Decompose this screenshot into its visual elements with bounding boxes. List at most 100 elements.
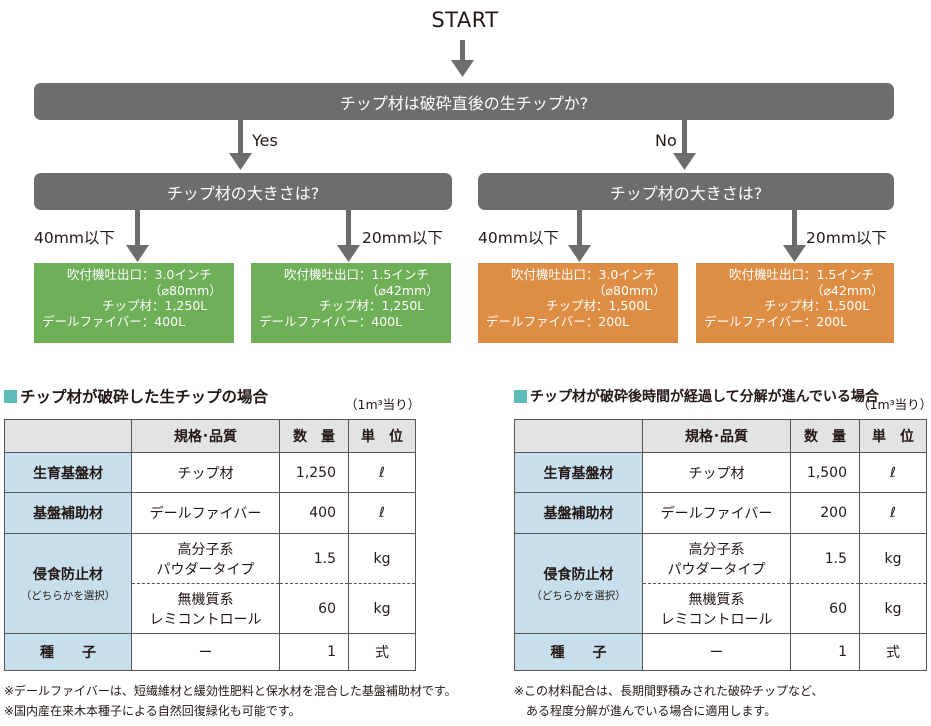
category-cell: 侵食防止材 （どちらかを選択）: [4, 533, 132, 634]
result-line: デールファイバー：200L: [704, 313, 848, 329]
spec-line: パウダータイプ: [156, 561, 255, 578]
condition-20mm-left: 20mm以下: [362, 229, 443, 247]
table-row: 基盤補助材 デールファイバー 400 ℓ: [4, 492, 416, 534]
condition-40mm-right: 40mm以下: [478, 229, 559, 247]
unit-cell: ℓ: [859, 492, 927, 534]
spec-cell: チップ材: [131, 452, 280, 493]
question-main-text: チップ材は破砕直後の生チップか?: [339, 93, 589, 113]
header-unit: 単 位: [348, 419, 416, 453]
table-row: 侵食防止材 （どちらかを選択） 高分子系 パウダータイプ 1.5 kg: [4, 533, 416, 634]
unit-cell: 式: [859, 633, 927, 671]
result-line: チップ材：1,250L: [319, 298, 425, 313]
table-row: 侵食防止材 （どちらかを選択） 高分子系 パウダータイプ 1.5 kg: [514, 533, 927, 634]
spec-line: 高分子系: [177, 541, 234, 558]
result-line: 吹付機吐出口：1.5インチ: [284, 267, 429, 282]
category-cell: 生育基盤材: [514, 452, 643, 493]
table-row: 無機質系 レミコントロール 60 kg: [515, 583, 927, 634]
question-size-left: チップ材の大きさは?: [34, 173, 452, 210]
header-spec: 規格･品質: [642, 419, 791, 453]
no-label: No: [655, 131, 677, 150]
table-right-title-text: チップ材が破砕後時間が経過して分解が進んでいる場合: [530, 389, 879, 405]
spec-cell: ー: [642, 633, 791, 671]
qty-cell: 1.5: [790, 533, 860, 584]
qty-cell: 400: [279, 492, 349, 534]
unit-cell: ℓ: [348, 492, 416, 534]
result-line: 吹付機吐出口：3.0インチ: [67, 267, 212, 282]
category-text: 侵食防止材: [33, 567, 103, 583]
result-line: 吹付機吐出口：1.5インチ: [729, 267, 874, 282]
result-line: （⌀80mm）: [149, 282, 222, 298]
result-line: （⌀42mm）: [811, 282, 884, 298]
result-line: チップ材：1,500L: [546, 298, 652, 313]
spec-cell: デールファイバー: [642, 492, 791, 534]
table-right: 規格･品質 数 量 単 位 生育基盤材 チップ材 1,500 ℓ 基盤補助材 デ…: [514, 419, 927, 671]
spec-cell: 高分子系 パウダータイプ: [131, 533, 280, 584]
category-cell: 侵食防止材 （どちらかを選択）: [514, 533, 643, 634]
category-cell: 生育基盤材: [4, 452, 132, 493]
category-cell: 基盤補助材: [4, 492, 132, 534]
qty-cell: 1,500: [790, 452, 860, 493]
spec-cell: デールファイバー: [131, 492, 280, 534]
header-corner: [4, 419, 132, 453]
table-row: 基盤補助材 デールファイバー 200 ℓ: [514, 492, 927, 534]
spec-line: レミコントロール: [149, 611, 262, 628]
table-right-note-2: ある程度分解が進んでいる場合に適用します。: [514, 704, 777, 718]
header-spec: 規格･品質: [131, 419, 280, 453]
spec-cell: チップ材: [642, 452, 791, 493]
header-unit: 単 位: [859, 419, 927, 453]
question-size-right: チップ材の大きさは?: [478, 173, 894, 210]
table-row: 種 子 ー 1 式: [4, 633, 416, 671]
result-line: デールファイバー：400L: [42, 313, 186, 329]
spec-line: 無機質系: [177, 591, 234, 608]
result-line: チップ材：1,250L: [102, 298, 208, 313]
category-text: 侵食防止材: [543, 567, 614, 583]
category-cell: 基盤補助材: [514, 492, 643, 534]
category-note: （どちらかを選択）: [20, 590, 116, 602]
table-row: 種 子 ー 1 式: [514, 633, 927, 671]
qty-cell: 1: [279, 633, 349, 671]
result-line: チップ材：1,500L: [764, 298, 870, 313]
table-left-title-text: チップ材が破砕した生チップの場合: [20, 388, 269, 406]
unit-cell: 式: [348, 633, 416, 671]
spec-line: パウダータイプ: [667, 561, 766, 578]
table-right-note-1: ※この材料配合は、長期間野積みされた破砕チップなど、: [514, 684, 824, 698]
title-square-icon: [4, 389, 17, 403]
unit-cell: kg: [348, 533, 416, 584]
spec-cell: ー: [131, 633, 280, 671]
question-main: チップ材は破砕直後の生チップか?: [34, 83, 894, 120]
unit-cell: kg: [348, 583, 416, 634]
condition-20mm-right: 20mm以下: [806, 229, 887, 247]
category-note: （どちらかを選択）: [531, 590, 626, 602]
result-line: （⌀80mm）: [593, 282, 666, 298]
qty-cell: 200: [790, 492, 860, 534]
result-box-orange-40mm: 吹付機吐出口：3.0インチ （⌀80mm） チップ材：1,500L デールファイ…: [478, 263, 678, 343]
spec-cell: 高分子系 パウダータイプ: [642, 533, 791, 584]
unit-cell: ℓ: [859, 452, 927, 493]
result-line: （⌀42mm）: [366, 282, 439, 298]
table-row: 生育基盤材 チップ材 1,250 ℓ: [4, 452, 416, 493]
question-size-right-text: チップ材の大きさは?: [609, 183, 763, 203]
header-qty: 数 量: [279, 419, 349, 453]
table-right-title: チップ材が破砕後時間が経過して分解が進んでいる場合: [514, 386, 879, 406]
table-row: 生育基盤材 チップ材 1,500 ℓ: [514, 452, 927, 493]
result-box-green-40mm: 吹付機吐出口：3.0インチ （⌀80mm） チップ材：1,250L デールファイ…: [34, 263, 234, 343]
unit-cell: kg: [859, 583, 927, 634]
result-line: 吹付機吐出口：3.0インチ: [511, 267, 656, 282]
title-square-icon: [514, 389, 527, 403]
spec-line: レミコントロール: [660, 611, 773, 628]
spec-cell: 無機質系 レミコントロール: [131, 583, 280, 634]
result-box-orange-20mm: 吹付機吐出口：1.5インチ （⌀42mm） チップ材：1,500L デールファイ…: [696, 263, 894, 343]
result-box-green-20mm: 吹付機吐出口：1.5インチ （⌀42mm） チップ材：1,250L デールファイ…: [251, 263, 451, 343]
condition-40mm-left: 40mm以下: [34, 229, 115, 247]
spec-cell: 無機質系 レミコントロール: [642, 583, 791, 634]
category-cell: 種 子: [514, 633, 643, 671]
result-line: デールファイバー：200L: [486, 313, 630, 329]
table-left: 規格･品質 数 量 単 位 生育基盤材 チップ材 1,250 ℓ 基盤補助材 デ…: [4, 419, 416, 671]
unit-cell: kg: [859, 533, 927, 584]
header-qty: 数 量: [790, 419, 860, 453]
qty-cell: 60: [790, 583, 860, 634]
table-right-unit-note: （1m³当り）: [857, 397, 931, 412]
yes-label: Yes: [252, 131, 278, 150]
table-left-note-1: ※デールファイバーは、短繊維材と緩効性肥料と保水材を混合した基盤補助材です。: [4, 684, 457, 698]
